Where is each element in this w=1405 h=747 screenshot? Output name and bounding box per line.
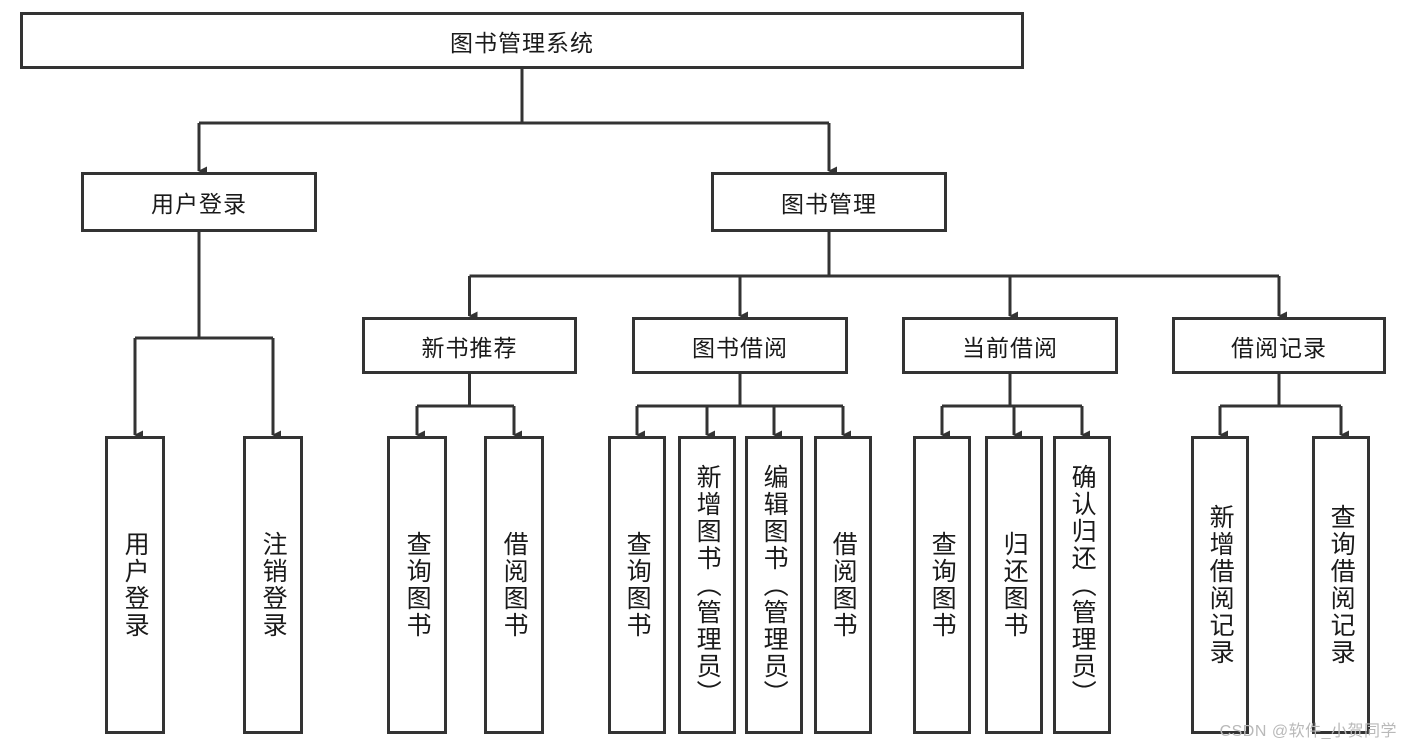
node-label: 用户登录 bbox=[121, 531, 150, 639]
node-book-manage[interactable]: 图书管理 bbox=[711, 172, 947, 232]
node-label: 新书推荐 bbox=[421, 334, 518, 361]
node-root[interactable]: 图书管理系统 bbox=[20, 12, 1024, 69]
node-label: 当前借阅 bbox=[962, 334, 1058, 361]
node-label: 编辑图书（管理员） bbox=[760, 463, 789, 707]
node-current-borrow[interactable]: 当前借阅 bbox=[902, 317, 1118, 374]
node-leaf-borrow-borrow-book[interactable]: 借阅图书 bbox=[814, 436, 872, 734]
node-leaf-recommend-query-book[interactable]: 查询图书 bbox=[387, 436, 447, 734]
node-leaf-current-confirm-return[interactable]: 确认归还（管理员） bbox=[1053, 436, 1111, 734]
node-label: 借阅图书 bbox=[500, 531, 529, 639]
node-user-login[interactable]: 用户登录 bbox=[81, 172, 317, 232]
node-label: 注销登录 bbox=[259, 531, 288, 639]
node-label: 图书管理 bbox=[781, 191, 877, 217]
node-leaf-recommend-borrow-book[interactable]: 借阅图书 bbox=[484, 436, 544, 734]
node-label: 图书借阅 bbox=[692, 334, 788, 361]
node-leaf-user-login[interactable]: 用户登录 bbox=[105, 436, 165, 734]
node-label: 查询图书 bbox=[928, 531, 957, 639]
node-leaf-borrow-query-book[interactable]: 查询图书 bbox=[608, 436, 666, 734]
node-book-borrow[interactable]: 图书借阅 bbox=[632, 317, 848, 374]
node-label: 借阅记录 bbox=[1231, 334, 1327, 361]
node-new-book-recommend[interactable]: 新书推荐 bbox=[362, 317, 577, 374]
node-label: 新增借阅记录 bbox=[1206, 504, 1235, 666]
node-label: 确认归还（管理员） bbox=[1068, 463, 1097, 707]
node-label: 查询借阅记录 bbox=[1327, 504, 1356, 666]
node-label: 图书管理系统 bbox=[450, 29, 594, 56]
node-label: 借阅图书 bbox=[829, 531, 858, 639]
node-label: 查询图书 bbox=[403, 531, 432, 639]
node-leaf-logout[interactable]: 注销登录 bbox=[243, 436, 303, 734]
node-leaf-record-add[interactable]: 新增借阅记录 bbox=[1191, 436, 1249, 734]
node-label: 用户登录 bbox=[151, 191, 247, 217]
node-leaf-record-query[interactable]: 查询借阅记录 bbox=[1312, 436, 1370, 734]
node-leaf-borrow-edit-book[interactable]: 编辑图书（管理员） bbox=[745, 436, 803, 734]
node-leaf-current-query-book[interactable]: 查询图书 bbox=[913, 436, 971, 734]
node-label: 新增图书（管理员） bbox=[693, 463, 722, 707]
node-leaf-current-return-book[interactable]: 归还图书 bbox=[985, 436, 1043, 734]
node-label: 查询图书 bbox=[623, 531, 652, 639]
node-borrow-record[interactable]: 借阅记录 bbox=[1172, 317, 1386, 374]
node-leaf-borrow-add-book[interactable]: 新增图书（管理员） bbox=[678, 436, 736, 734]
node-label: 归还图书 bbox=[1000, 531, 1029, 639]
